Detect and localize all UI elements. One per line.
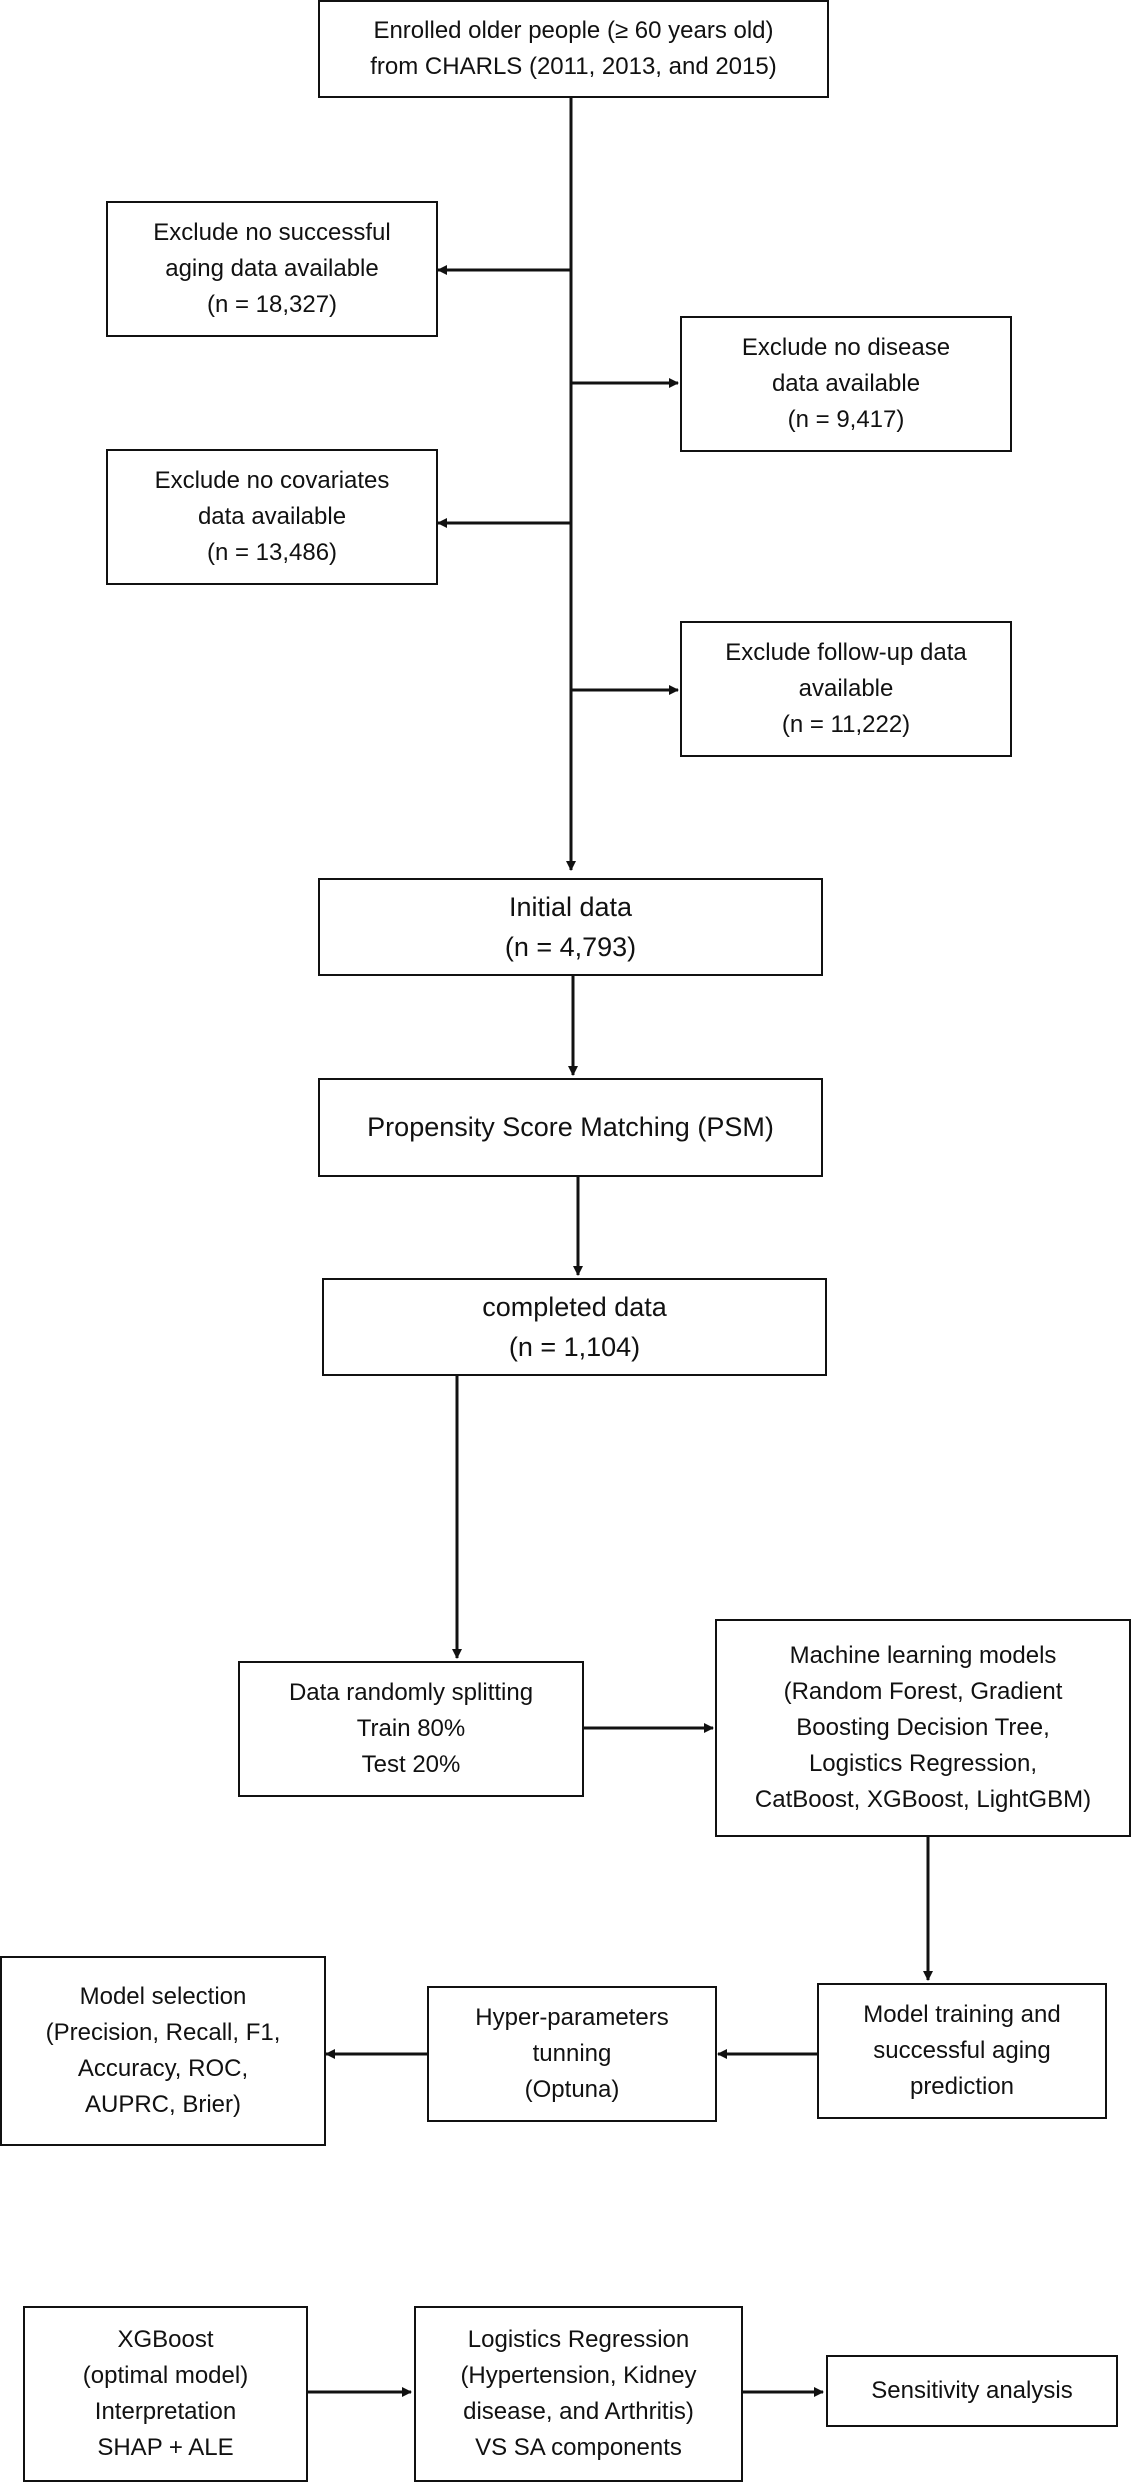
box-text-line: (n = 4,793) [504, 932, 637, 962]
box-text-line: Propensity Score Matching (PSM) [367, 1112, 774, 1143]
box-text-line: Model training and [863, 2001, 1061, 2028]
box-text-line: Sensitivity analysis [871, 2377, 1073, 2404]
box-text-line: aging data available [165, 255, 379, 282]
box-text-line: prediction [909, 2073, 1015, 2100]
box-text-line: (Optuna) [524, 2076, 620, 2103]
box-text-line: Logistics Regression, [808, 1750, 1038, 1777]
box-text-line: Model selection [79, 1983, 247, 2010]
psm-box: Propensity Score Matching (PSM) [318, 1078, 823, 1177]
box-text-line: tunning [532, 2040, 612, 2067]
enrolled-box: Enrolled older people (≥ 60 years old) fr… [318, 0, 829, 98]
box-text-line: (Hypertension, Kidney [460, 2362, 697, 2389]
box-text-line: Boosting Decision Tree, [796, 1714, 1050, 1741]
box-text-line: CatBoost, XGBoost, LightGBM) [754, 1786, 1092, 1813]
exclude-disease-box: Exclude no disease data available (n = 9,4… [680, 316, 1012, 452]
box-text-line: completed data [482, 1291, 667, 1322]
box-text-line: from CHARLS (2011, 2013, and 2015) [370, 53, 777, 80]
box-text-line: disease, and Arthritis) [463, 2398, 694, 2425]
box-text-line: data available [771, 370, 921, 397]
model-selection-box: Model selection (Precision, Recall, F1, Ac… [0, 1956, 326, 2146]
box-text-line: (optimal model) [82, 2362, 249, 2389]
box-text-line: available [798, 675, 894, 702]
box-text-line: Enrolled older people (≥ 60 years old) [373, 17, 774, 44]
box-text-line: (n = 18,327) [206, 291, 338, 318]
box-text-line: (n = 1,104) [508, 1332, 641, 1362]
exclude-covariates-box: Exclude no covariates data available (n = … [106, 449, 438, 585]
box-text-line: Test 20% [361, 1751, 461, 1778]
initial-data-box: Initial data (n = 4,793) [318, 878, 823, 976]
logistics-regression-box: Logistics Regression (Hypertension, Kidne… [414, 2306, 743, 2482]
box-text-line: (n = 11,222) [781, 711, 911, 738]
completed-data-box: completed data (n = 1,104) [322, 1278, 827, 1376]
box-text-line: Interpretation [94, 2398, 237, 2425]
box-text-line: (n = 13,486) [206, 539, 338, 566]
exclude-successful-aging-box: Exclude no successful aging data availabl… [106, 201, 438, 337]
box-text-line: Machine learning models [789, 1642, 1057, 1669]
model-training-box: Model training and successful aging predic… [817, 1983, 1107, 2119]
box-text-line: Train 80% [356, 1715, 466, 1742]
box-text-line: successful aging [873, 2037, 1051, 2064]
box-text-line: XGBoost [117, 2326, 214, 2353]
box-text-line: (Random Forest, Gradient [783, 1678, 1063, 1705]
box-text-line: Hyper-parameters [475, 2004, 669, 2031]
box-text-line: Data randomly splitting [288, 1679, 534, 1706]
box-text-line: VS SA components [475, 2434, 682, 2461]
box-text-line: SHAP + ALE [97, 2434, 234, 2461]
box-text-line: data available [197, 503, 347, 530]
box-text-line: Initial data [508, 891, 633, 922]
box-text-line: Exclude no successful [153, 219, 391, 246]
hyper-parameters-box: Hyper-parameters tunning (Optuna) [427, 1986, 717, 2122]
ml-models-box: Machine learning models (Random Forest, G… [715, 1619, 1131, 1837]
exclude-follow-up-box: Exclude follow-up data available (n = 11,2… [680, 621, 1012, 757]
box-text-line: Exclude follow-up data [725, 639, 967, 666]
box-text-line: Exclude no disease [741, 334, 951, 361]
box-text-line: (Precision, Recall, F1, [45, 2019, 281, 2046]
box-text-line: Exclude no covariates [154, 467, 390, 494]
box-text-line: (n = 9,417) [787, 406, 905, 433]
box-text-line: AUPRC, Brier) [84, 2091, 241, 2118]
box-text-line: Accuracy, ROC, [77, 2055, 249, 2082]
box-text-line: Logistics Regression [467, 2326, 690, 2353]
sensitivity-analysis-box: Sensitivity analysis [826, 2355, 1118, 2427]
